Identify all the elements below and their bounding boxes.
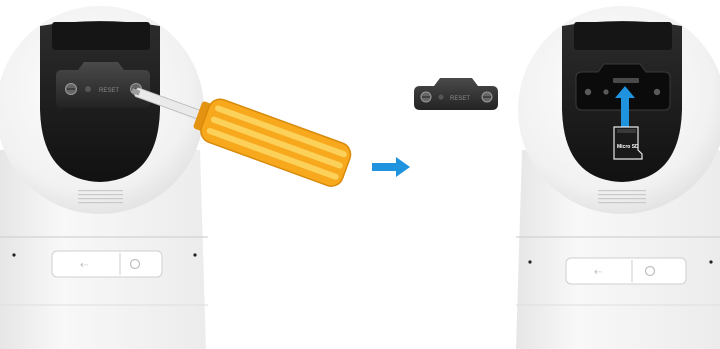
camera-right: ⇠ Micro SD (516, 6, 720, 349)
cover-reset-text-middle: RESET (450, 96, 470, 102)
cover-reset-text-left: RESET (99, 88, 119, 94)
svg-text:⇠: ⇠ (594, 267, 603, 278)
camera-left: ⇠ RESET (0, 6, 208, 349)
sd-card-label: Micro SD (617, 144, 639, 150)
removed-sd-cover: RESET (414, 78, 498, 110)
svg-text:⇠: ⇠ (80, 260, 89, 271)
camera-right-port-cover: ⇠ (566, 258, 686, 284)
camera-left-port-cover: ⇠ (52, 251, 162, 277)
micro-sd-card-icon: Micro SD (614, 127, 642, 159)
right-arrow-icon (372, 157, 410, 177)
